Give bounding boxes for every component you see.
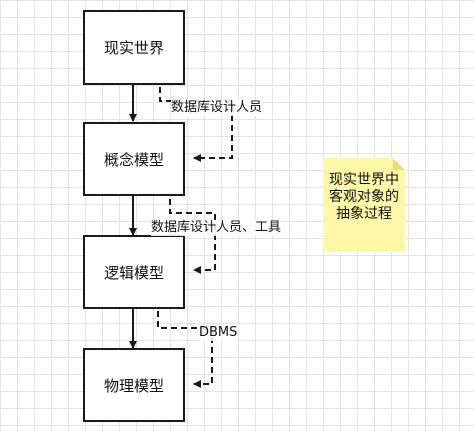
- box-physical-model-label: 物理模型: [103, 376, 164, 395]
- sticky-note: 现实世界中客观对象的抽象过程: [323, 158, 405, 252]
- box-real-world-label: 现实世界: [103, 39, 164, 57]
- connector-label-3: DBMS: [199, 325, 238, 341]
- box-conceptual-model: 概念模型: [83, 122, 185, 196]
- connector-label-1: 数据库设计人员: [171, 100, 263, 116]
- box-real-world: 现实世界: [83, 10, 185, 85]
- sticky-note-text: 现实世界中客观对象的抽象过程: [329, 172, 399, 222]
- connector-label-2: 数据库设计人员、工具: [151, 220, 282, 236]
- note-fold-corner: [393, 158, 405, 170]
- dashed-connector-2: [169, 199, 216, 274]
- box-logical-model: 逻辑模型: [83, 235, 185, 309]
- box-logical-model-label: 逻辑模型: [103, 263, 164, 282]
- box-conceptual-model-label: 概念模型: [103, 150, 164, 169]
- box-physical-model: 物理模型: [83, 348, 185, 422]
